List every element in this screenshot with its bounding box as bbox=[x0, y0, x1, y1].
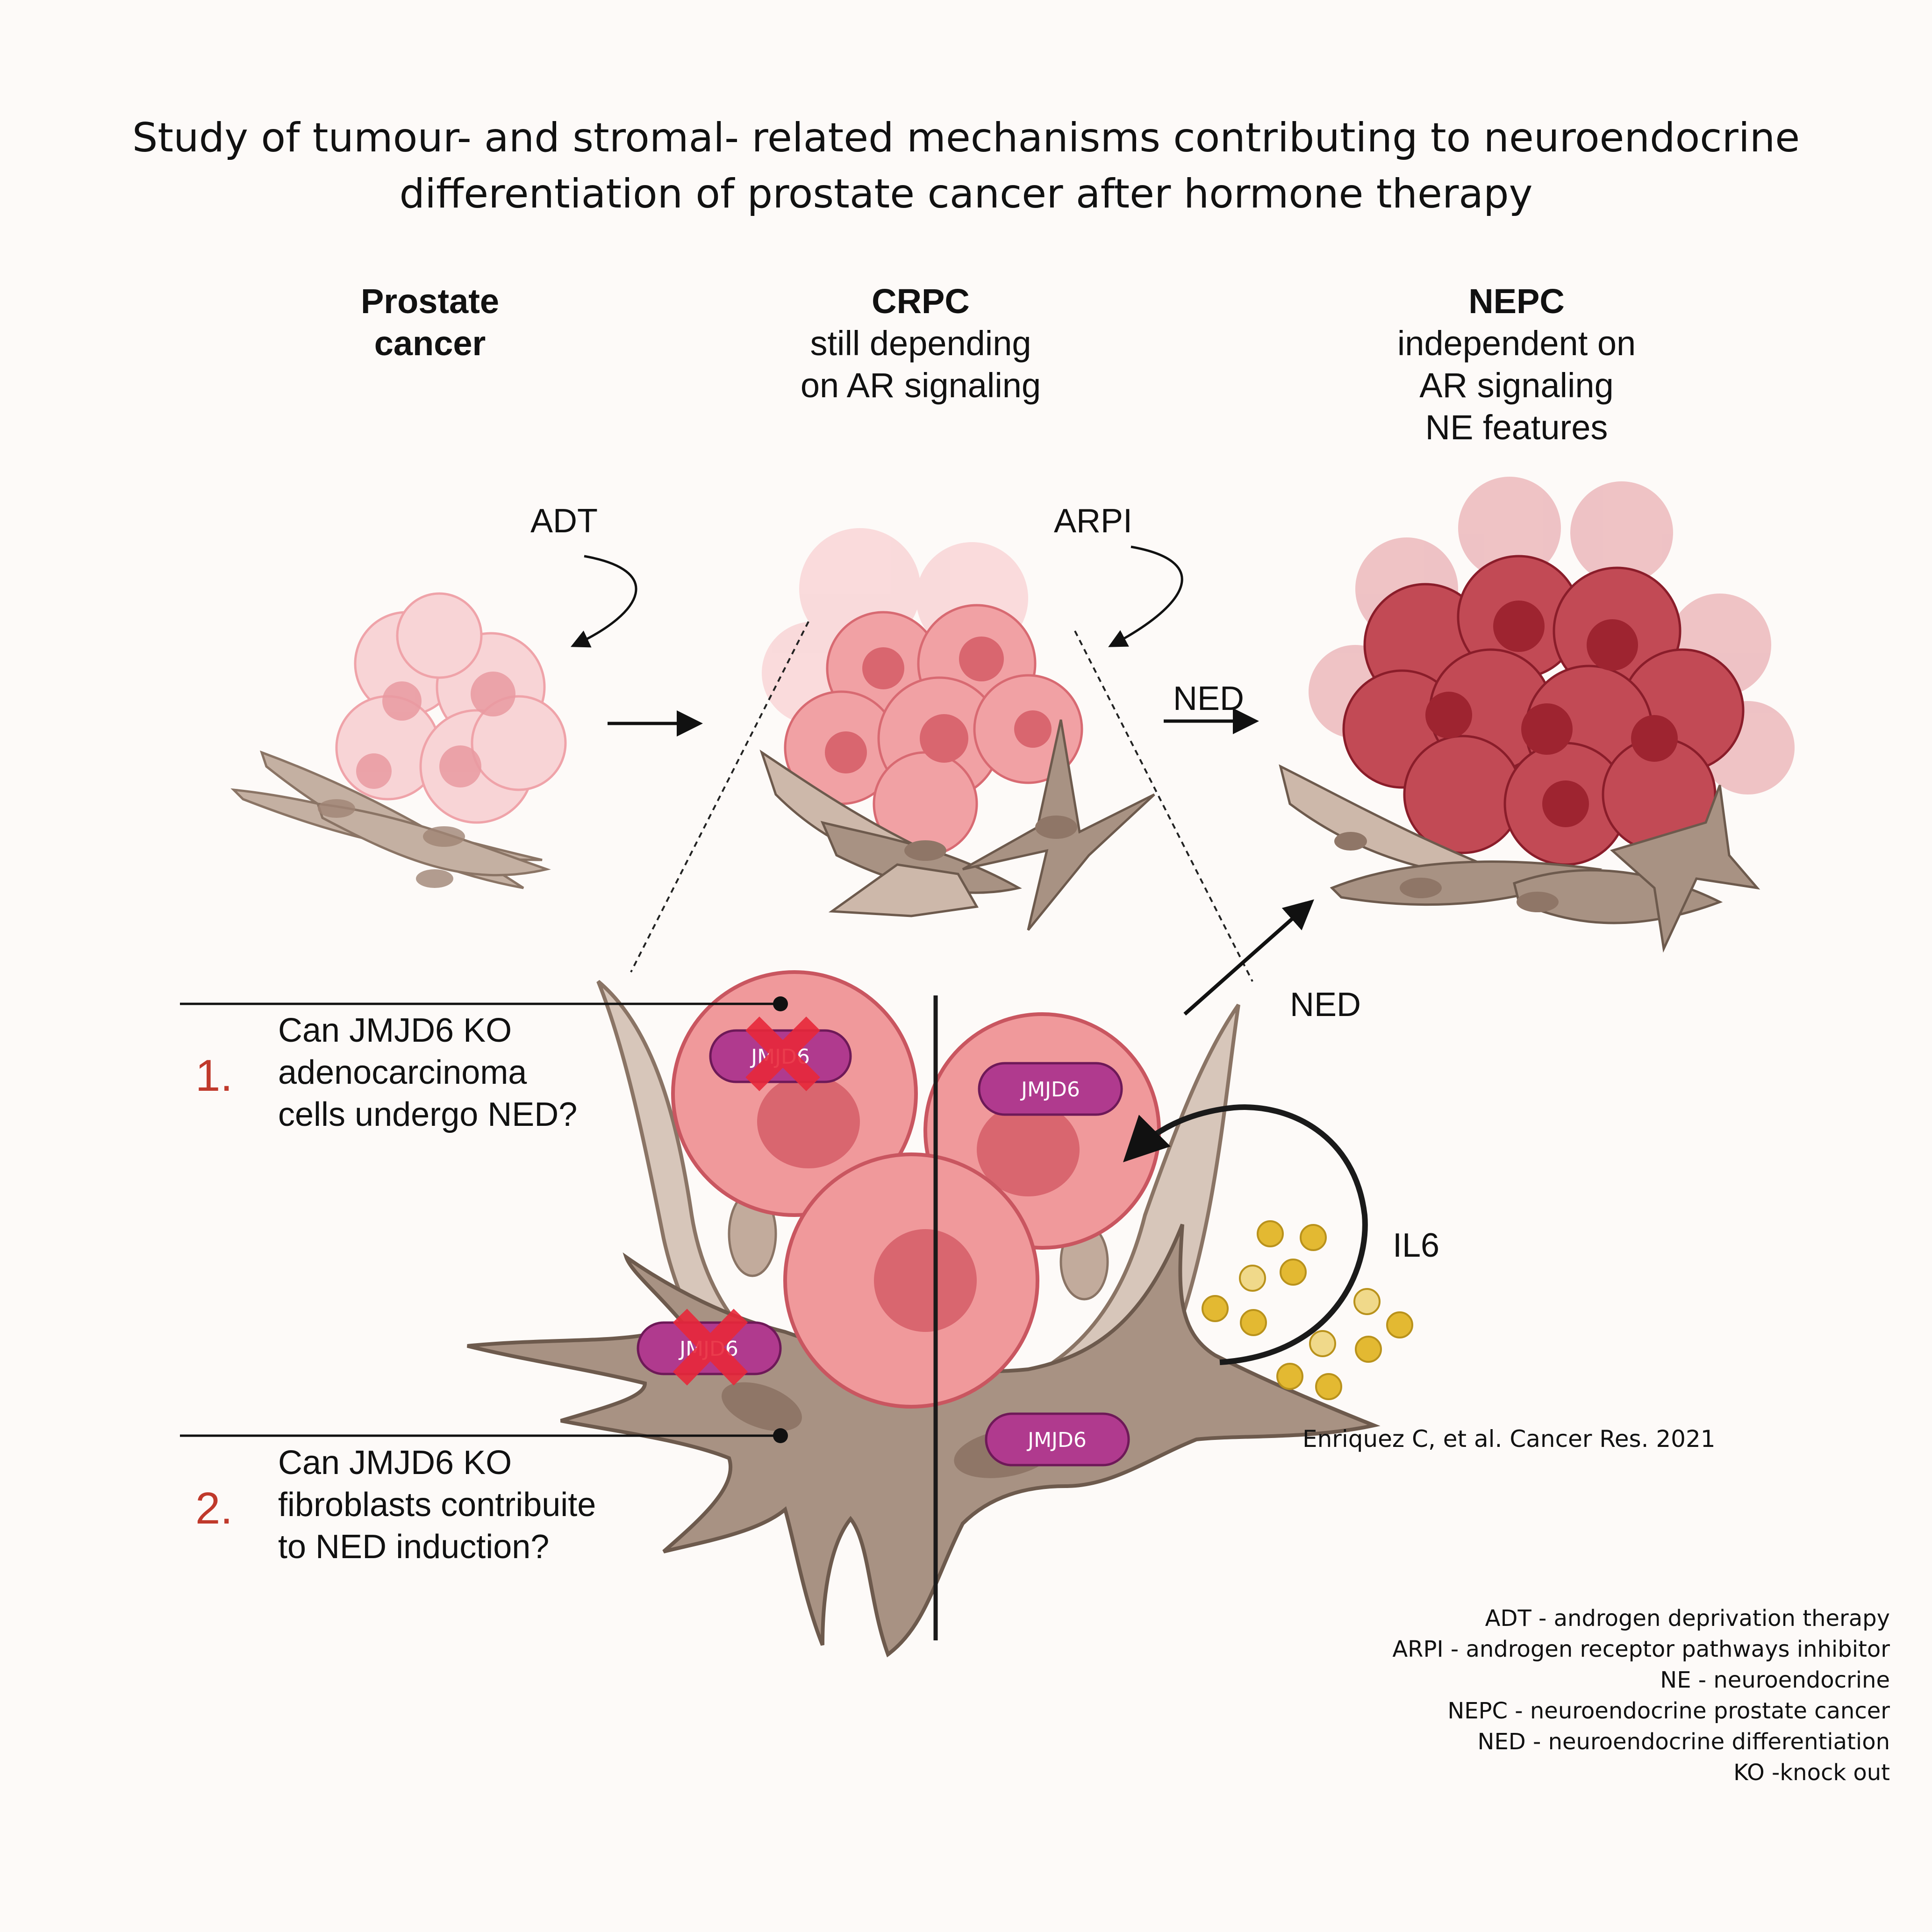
stage-desc-line-3: NE features bbox=[1425, 408, 1608, 447]
question-1-number: 1. bbox=[195, 1051, 233, 1101]
tumour-cell-center bbox=[783, 1152, 1039, 1409]
ned-label-right: NED bbox=[1290, 986, 1361, 1023]
question-2-line-3: to NED induction? bbox=[278, 1528, 550, 1566]
stage-name: NEPC bbox=[1468, 282, 1565, 321]
jmjd6-pill-fibro-ko: JMJD6 bbox=[637, 1309, 782, 1386]
question-1-text: Can JMJD6 KO adenocarcinoma cells underg… bbox=[278, 1009, 577, 1136]
il6-loop-arrow bbox=[1123, 1104, 1368, 1365]
stage-desc-line-1: independent on bbox=[1397, 324, 1636, 363]
stage-heading-nepc: NEPC independent on AR signaling NE feat… bbox=[1330, 280, 1703, 449]
nepc-cluster bbox=[1279, 477, 1795, 953]
glossary-item: NE - neuroendocrine bbox=[1660, 1667, 1890, 1693]
glossary-item: NED - neuroendocrine differentiation bbox=[1477, 1729, 1890, 1755]
question-2-line-2: fibroblasts contribuite bbox=[278, 1486, 596, 1524]
svg-text:JMJD6: JMJD6 bbox=[1026, 1428, 1087, 1452]
title-line-2: differentiation of prostate cancer after… bbox=[399, 171, 1533, 217]
glossary-item: NEPC - neuroendocrine prostate cancer bbox=[1447, 1698, 1890, 1724]
ko-cross-icon bbox=[673, 1309, 748, 1386]
stage-heading-prostate-cancer: Prostate cancer bbox=[313, 280, 547, 365]
jmjd6-pill-tumour-wt: JMJD6 bbox=[978, 1062, 1123, 1116]
glossary-item: ADT - androgen deprivation therapy bbox=[1485, 1605, 1890, 1631]
glossary-item: KO -knock out bbox=[1733, 1760, 1890, 1786]
stage-name-line-2: cancer bbox=[374, 324, 486, 363]
prostate-cancer-cluster bbox=[230, 592, 567, 889]
ned-label-top: NED bbox=[1173, 680, 1245, 717]
question-2-number: 2. bbox=[195, 1483, 233, 1533]
il6-particles bbox=[1202, 1220, 1413, 1400]
arpi-arrow bbox=[1108, 545, 1183, 647]
question-2-text: Can JMJD6 KO fibroblasts contribuite to … bbox=[278, 1442, 596, 1568]
arpi-label: ARPI bbox=[1054, 502, 1133, 540]
reference-citation: Enriquez C, et al. Cancer Res. 2021 bbox=[1302, 1425, 1716, 1453]
question-2-line-1: Can JMJD6 KO bbox=[278, 1444, 512, 1481]
jmjd6-pill-tumour-ko: JMJD6 bbox=[709, 1016, 852, 1091]
adt-label: ADT bbox=[530, 502, 598, 540]
adt-arrow bbox=[570, 555, 637, 648]
stage-heading-crpc: CRPC still depending on AR signaling bbox=[734, 280, 1108, 407]
stage-desc-line-2: on AR signaling bbox=[800, 366, 1041, 405]
il6-label: IL6 bbox=[1393, 1227, 1440, 1264]
stage-name-line-1: Prostate bbox=[360, 282, 500, 321]
question-1-line-1: Can JMJD6 KO bbox=[278, 1012, 512, 1049]
stage-desc-line-1: still depending bbox=[810, 324, 1031, 363]
svg-text:JMJD6: JMJD6 bbox=[1020, 1078, 1080, 1102]
zoom-line-left bbox=[630, 621, 809, 973]
title-line-1: Study of tumour- and stromal- related me… bbox=[132, 114, 1800, 161]
stage-name: CRPC bbox=[872, 282, 970, 321]
question-1-line-3: cells undergo NED? bbox=[278, 1096, 578, 1133]
ko-cross-icon bbox=[745, 1016, 820, 1091]
question-1-line-2: adenocarcinoma bbox=[278, 1054, 527, 1091]
page-title: Study of tumour- and stromal- related me… bbox=[0, 110, 1932, 222]
zoom-cell-group: JMJD6 JMJD6 JMJD6 JMJD6 bbox=[467, 970, 1381, 1658]
ned-arrow-right bbox=[1183, 899, 1314, 1016]
fibroblast-group-nepc bbox=[1279, 764, 1760, 953]
question-pointers bbox=[180, 996, 788, 1443]
stage-desc-line-2: AR signaling bbox=[1419, 366, 1614, 405]
glossary-item: ARPI - androgen receptor pathways inhibi… bbox=[1392, 1636, 1890, 1662]
jmjd6-pill-fibro-wt: JMJD6 bbox=[985, 1412, 1130, 1467]
zoom-line-right bbox=[1074, 630, 1253, 982]
abbreviation-glossary: ADT - androgen deprivation therapy ARPI … bbox=[1392, 1603, 1890, 1788]
crpc-cluster bbox=[759, 528, 1155, 931]
